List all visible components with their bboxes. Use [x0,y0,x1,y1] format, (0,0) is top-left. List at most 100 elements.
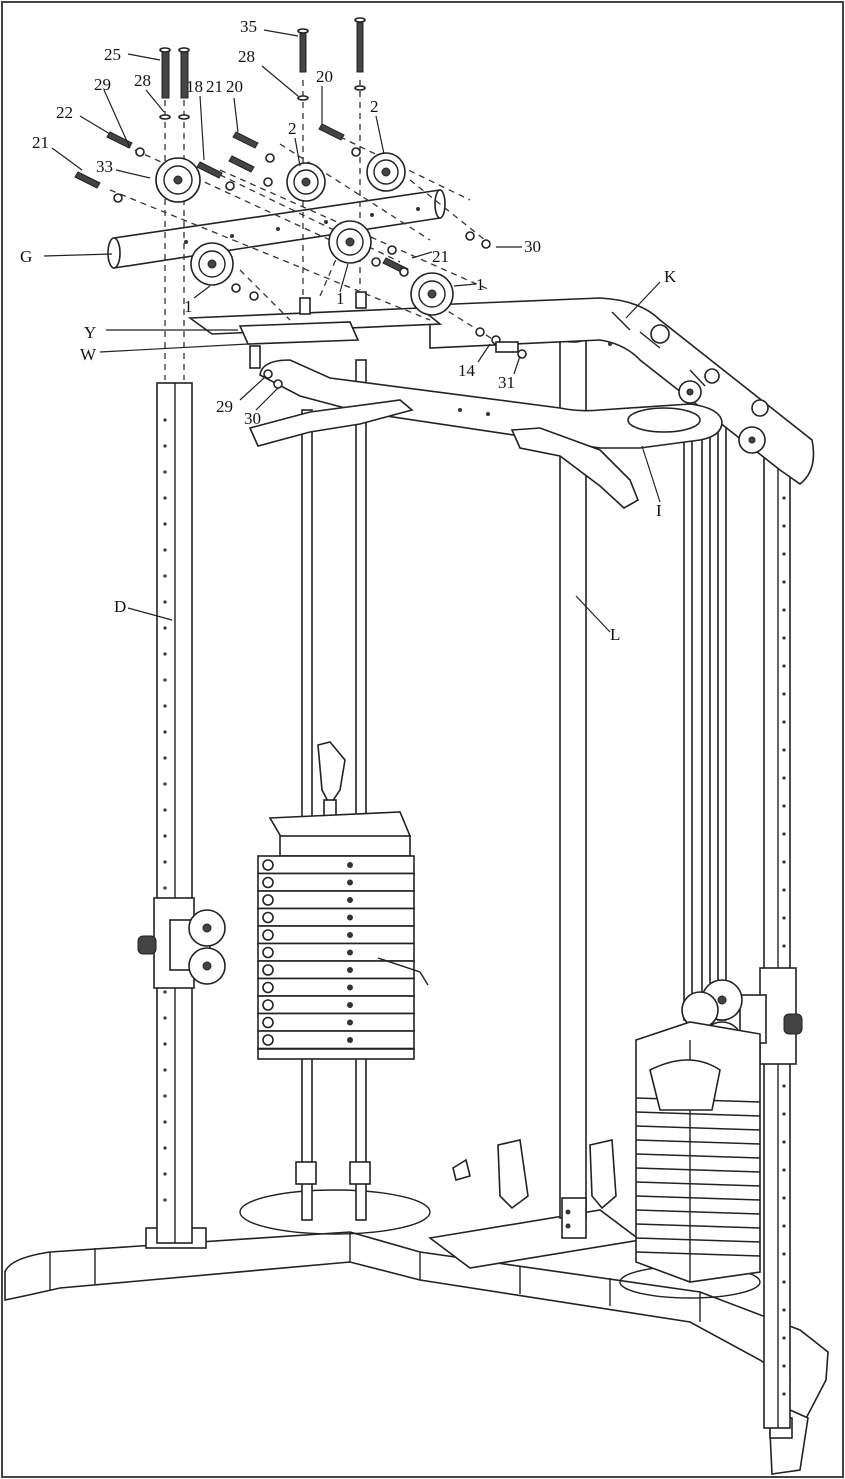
callout-1-right: 1 [476,275,485,294]
callout-20-mid: 20 [226,77,243,96]
upright-hole [163,730,167,734]
upright-hole [163,522,167,526]
upright-hole [782,524,786,528]
upright-hole [782,1364,786,1368]
upright-hole [163,1094,167,1098]
callout-30-top: 30 [524,237,541,256]
upright-hole [782,720,786,724]
upright-hole [163,1068,167,1072]
upright-hole [782,888,786,892]
weight-plate-edge [635,1153,761,1159]
upright-hole [163,704,167,708]
weight-plate [257,890,415,910]
upright-hole [163,808,167,812]
upright-hole [163,886,167,890]
callout-21-right: 21 [432,247,449,266]
callout-28-mid: 28 [238,47,255,66]
part-label-I: I [656,501,662,520]
upright-hole [782,1224,786,1228]
upright-hole [782,1252,786,1256]
upright-hole [782,832,786,836]
pulley-1c [410,272,454,316]
plate-pin-hole [347,862,353,868]
plate-edge [262,999,274,1011]
plate-edge [262,981,274,994]
upright-hole [782,496,786,500]
upright-hole [163,678,167,682]
plate-edge [262,929,274,941]
upright-hole [163,1198,167,1202]
weight-plate-base [257,1048,415,1060]
callout-29-top: 29 [94,75,111,94]
upright-hole [782,1140,786,1144]
upright-hole [163,834,167,838]
weight-plate [257,995,415,1015]
part-label-K: K [664,267,677,286]
pulley-1b [328,220,372,264]
callout-2-right: 2 [370,97,379,116]
weight-plate-edge [635,1209,761,1215]
callout-25: 25 [104,45,121,64]
upright-hole [163,418,167,422]
leader-lines [43,29,661,633]
plate-pin-hole [347,1037,353,1043]
upright-hole [163,496,167,500]
part-label-G: G [20,247,32,266]
weight-plate [257,1030,415,1050]
left-weight-stack [257,359,429,1221]
weight-plate-edge [635,1195,761,1201]
upright-hole [782,776,786,780]
plate-pin-hole [347,967,353,973]
plate-edge [262,964,274,976]
upright-D [137,382,226,1244]
plate-pin-hole [347,897,353,903]
weight-plate-edge [635,1139,761,1145]
callout-33: 33 [96,157,113,176]
part-label-Y: Y [84,323,96,342]
upright-hole [782,1084,786,1088]
upright-hole [782,552,786,556]
upright-hole [782,1168,786,1172]
part-label-L: L [610,625,620,644]
plate-pin-hole [347,1002,353,1008]
weight-plate-edge [635,1167,761,1173]
upright-hole [782,1112,786,1116]
part-label-D: D [114,597,126,616]
upright-hole [163,756,167,760]
center-post-L [452,333,617,1239]
plate-edge [262,876,274,889]
upright-hole [782,580,786,584]
callout-2-left: 2 [288,119,297,138]
weight-plate-edge [635,1125,761,1131]
pulley-33 [155,157,201,203]
upright-hole [782,860,786,864]
callout-30-bottom: 30 [244,409,261,428]
weight-plate [257,872,415,892]
weight-plate [257,925,415,945]
upright-hole [163,470,167,474]
plate-edge [262,1016,274,1029]
top-frame [187,291,815,509]
beam-G [107,189,446,269]
plate-edge [262,1034,274,1046]
upright-hole [163,1146,167,1150]
plate-pin-hole [347,949,353,956]
weight-plate-edge [635,1237,761,1243]
plate-pin-hole [347,879,353,886]
part-label-W: W [80,345,97,364]
callout-21-left: 21 [32,133,49,152]
weight-plate [257,1012,415,1032]
plate-edge [262,946,274,959]
weight-plate [257,942,415,962]
upright-hole [782,1280,786,1284]
weight-plate-edge [635,1181,761,1187]
upright-hole [782,1392,786,1396]
upright-hole [782,944,786,948]
upright-hole [163,782,167,786]
upright-hole [163,444,167,448]
upright-hole [782,608,786,612]
weight-plate-edge [635,1223,761,1229]
upright-hole [782,692,786,696]
